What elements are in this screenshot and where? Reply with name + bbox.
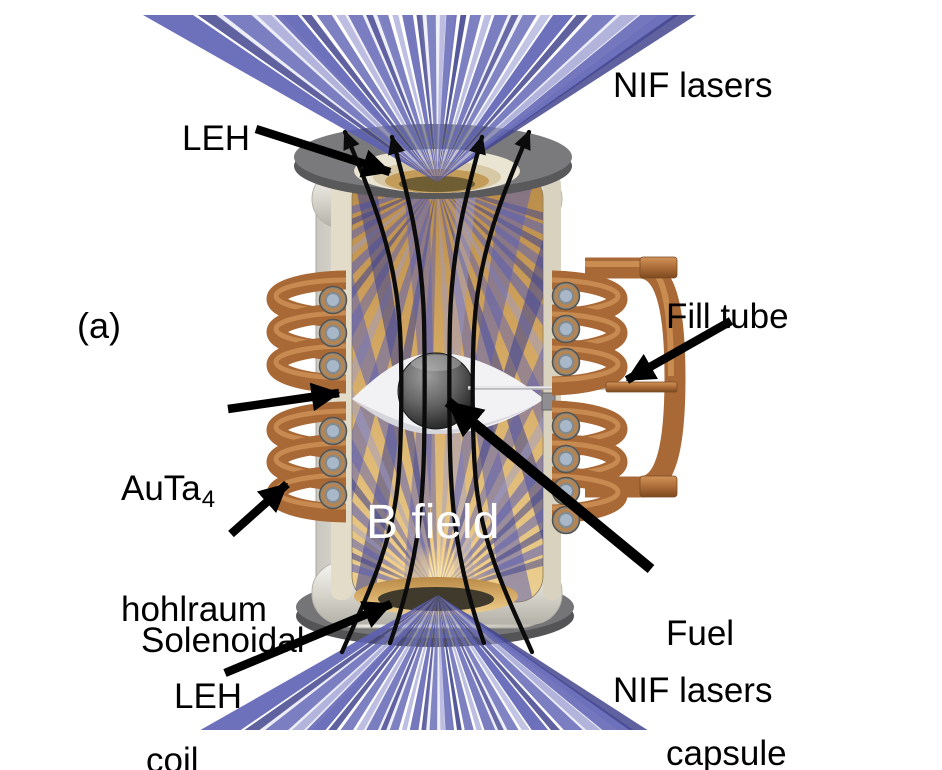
- solenoidal-text: Solenoidal: [141, 621, 305, 660]
- capsule-text: capsule: [666, 734, 787, 770]
- arrow-leh-bottom: [223, 600, 393, 677]
- arrow-solenoidal-coil: [228, 480, 290, 538]
- arrow-fuel-capsule: [444, 397, 655, 574]
- solenoid-coil-right-sections: [551, 281, 581, 535]
- panel-label: (a): [77, 305, 121, 346]
- arrow-leh-top: [254, 124, 392, 178]
- arrow-fill-tube: [624, 317, 734, 384]
- label-nif-lasers-bottom: NIF lasers: [613, 671, 773, 710]
- label-fuel-capsule: Fuel capsule: [666, 534, 787, 770]
- label-leh-top: LEH: [182, 119, 251, 158]
- label-solenoidal-coil: Solenoidal coil: [141, 541, 304, 770]
- fuel-text: Fuel: [666, 614, 735, 653]
- solenoid-coil-left-sections: [318, 285, 348, 510]
- fill-tube-copper: [605, 381, 678, 393]
- annotation-arrows: [223, 124, 734, 677]
- label-leh-bottom: LEH: [174, 677, 243, 716]
- arrow-hohlraum: [227, 382, 341, 414]
- laser-fan-bottom: [200, 595, 648, 730]
- hohlraum-word-text: hohlraum: [121, 590, 267, 629]
- label-fill-tube: Fill tube: [666, 297, 789, 336]
- solenoid-coil-right: [552, 270, 628, 524]
- label-hohlraum: AuTa4 hohlraum: [121, 391, 267, 668]
- hohlraum-material-text: AuTa: [121, 469, 201, 508]
- hohlraum-material-subscript: 4: [201, 486, 216, 513]
- label-nif-lasers-top: NIF lasers: [613, 66, 773, 105]
- coil-text: coil: [146, 741, 199, 770]
- label-b-field: B field: [366, 496, 500, 549]
